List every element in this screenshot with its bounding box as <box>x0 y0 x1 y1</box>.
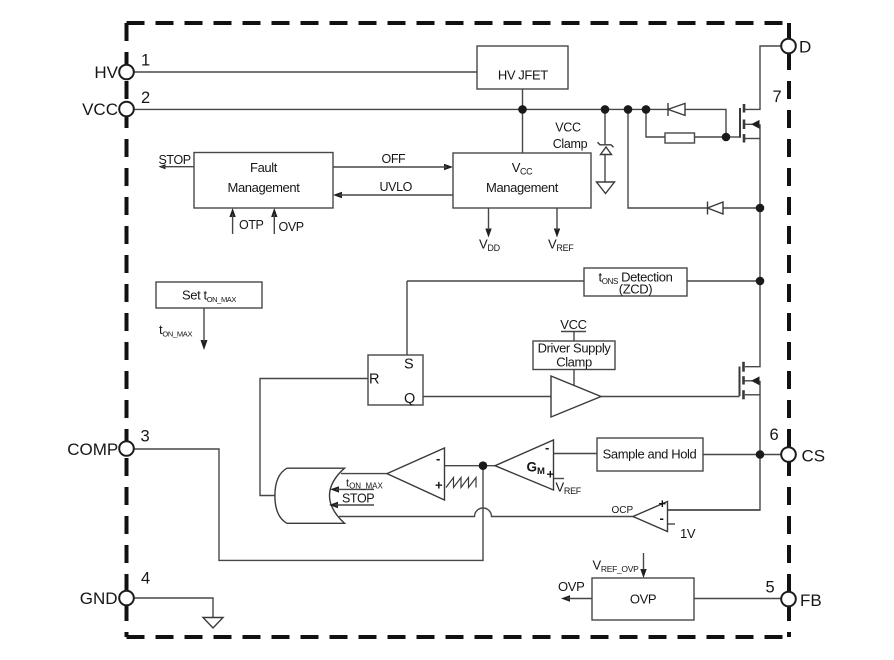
svg-text:Management: Management <box>228 180 301 195</box>
svg-text:(ZCD): (ZCD) <box>619 282 652 297</box>
svg-text:Sample and Hold: Sample and Hold <box>603 447 697 462</box>
svg-text:S: S <box>404 357 413 373</box>
svg-text:7: 7 <box>773 88 782 106</box>
svg-text:STOP: STOP <box>159 153 191 167</box>
svg-text:OVP: OVP <box>558 579 585 594</box>
svg-text:2: 2 <box>141 89 150 107</box>
svg-text:HV: HV <box>94 63 118 82</box>
svg-text:Clamp: Clamp <box>556 355 592 370</box>
svg-text:4: 4 <box>141 570 150 588</box>
svg-text:5: 5 <box>766 579 775 597</box>
svg-text:-: - <box>660 511 664 526</box>
svg-text:VCC: VCC <box>560 317 587 332</box>
svg-text:FB: FB <box>800 591 822 610</box>
svg-text:6: 6 <box>770 426 779 444</box>
svg-text:HV JFET: HV JFET <box>498 68 548 83</box>
svg-text:1: 1 <box>141 52 150 70</box>
svg-text:OFF: OFF <box>382 152 407 166</box>
svg-text:GND: GND <box>80 589 118 608</box>
svg-text:OVP: OVP <box>279 220 304 234</box>
svg-text:+: + <box>659 496 667 511</box>
svg-text:Clamp: Clamp <box>553 137 588 151</box>
svg-text:Driver Supply: Driver Supply <box>538 341 612 356</box>
svg-text:OVP: OVP <box>630 592 656 607</box>
svg-text:1V: 1V <box>680 526 696 541</box>
svg-text:Fault: Fault <box>250 160 278 175</box>
svg-text:Q: Q <box>404 391 415 407</box>
svg-text:-: - <box>436 451 440 466</box>
svg-text:+: + <box>547 467 555 482</box>
svg-text:R: R <box>369 372 379 388</box>
svg-text:tON_MAX: tON_MAX <box>346 478 384 491</box>
svg-text:VCC: VCC <box>82 100 118 119</box>
svg-text:Management: Management <box>486 180 559 195</box>
svg-text:-: - <box>545 440 549 455</box>
svg-text:UVLO: UVLO <box>380 180 413 194</box>
svg-text:STOP: STOP <box>342 492 374 506</box>
svg-text:COMP: COMP <box>67 440 118 459</box>
svg-text:3: 3 <box>141 428 150 446</box>
svg-text:CS: CS <box>802 447 826 466</box>
svg-text:VCC: VCC <box>555 121 581 135</box>
svg-text:+: + <box>435 478 443 493</box>
svg-text:OTP: OTP <box>239 218 264 232</box>
svg-text:tONS Detection: tONS Detection <box>599 270 673 287</box>
svg-text:OCP: OCP <box>612 505 634 516</box>
svg-text:D: D <box>799 38 811 57</box>
